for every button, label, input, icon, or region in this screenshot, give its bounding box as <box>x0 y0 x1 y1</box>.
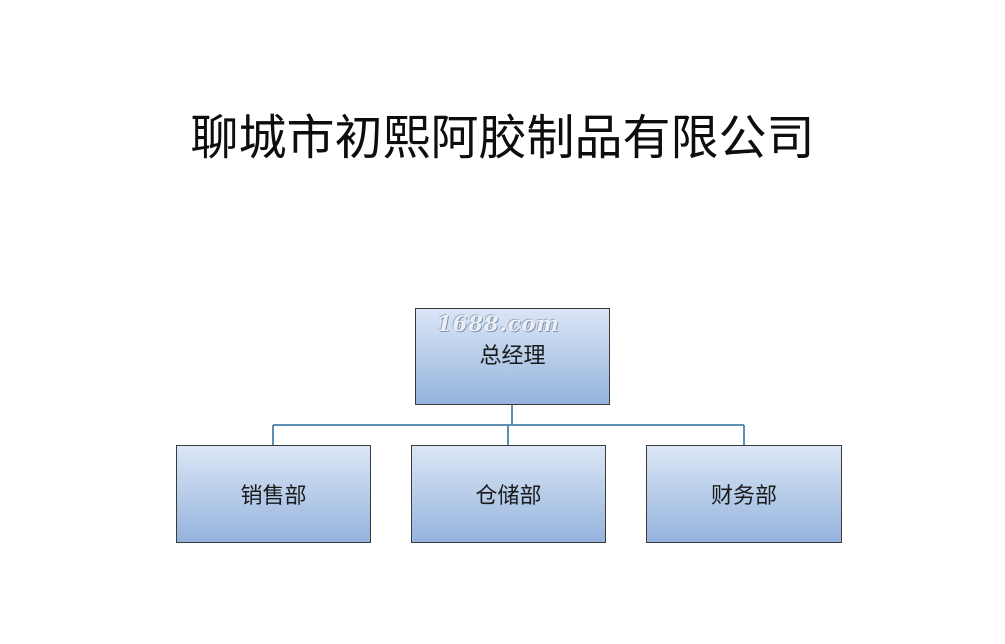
company-title: 聊城市初熙阿胶制品有限公司 <box>190 110 815 166</box>
org-node-sales: 销售部 <box>176 445 371 543</box>
org-node-label: 仓储部 <box>475 484 542 509</box>
org-node-label: 财务部 <box>710 484 777 509</box>
org-node-warehouse: 仓储部 <box>411 445 606 543</box>
watermark-logo: 1688.com <box>437 311 560 336</box>
org-node-label: 销售部 <box>240 484 307 509</box>
org-node-finance: 财务部 <box>646 445 842 543</box>
org-node-label: 总经理 <box>479 344 546 369</box>
org-node-general-manager: 总经理 <box>415 308 610 405</box>
